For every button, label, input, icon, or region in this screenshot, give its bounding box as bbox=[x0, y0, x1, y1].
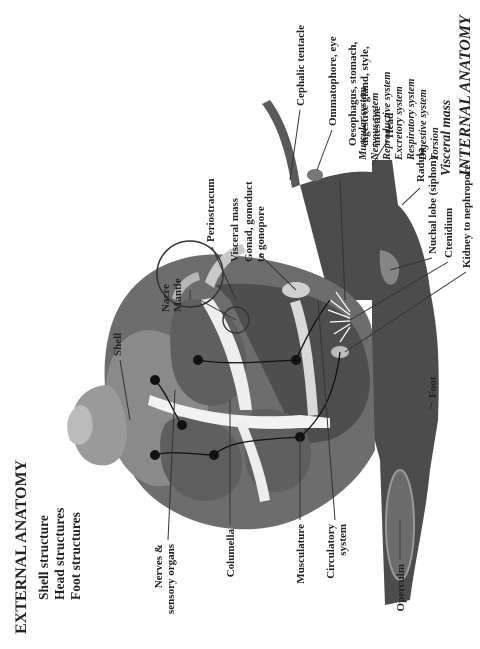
label-mantle: Mantle bbox=[172, 278, 184, 312]
label-ommatophore: Ommatophore, eye bbox=[327, 36, 339, 126]
label-cephalic-tentacle: Cephalic tentacle bbox=[295, 25, 307, 106]
label-ctenidium: Ctenidium bbox=[443, 208, 455, 258]
label-circulatory-2: system bbox=[337, 524, 349, 556]
label-columella: Columella bbox=[225, 529, 237, 578]
external-item-head: Head structures bbox=[52, 508, 67, 600]
label-nacre: Nacre bbox=[160, 284, 172, 312]
cephalic-tentacle bbox=[262, 100, 300, 188]
shell-apex-tip bbox=[67, 405, 92, 445]
external-title: EXTERNAL ANATOMY bbox=[13, 459, 30, 634]
internal-item-torsion: Torsion bbox=[430, 127, 441, 160]
ommatophore-eye bbox=[307, 169, 323, 181]
label-gonad-2: to gonopore bbox=[255, 206, 267, 262]
label-musculature: Musculature bbox=[295, 524, 307, 584]
label-oesophagus-1: Oesophagus, stomach, bbox=[347, 42, 359, 146]
label-oesophagus-3: intestine bbox=[371, 106, 383, 146]
external-item-foot: Foot structures bbox=[68, 512, 83, 600]
label-foot: Foot bbox=[427, 376, 439, 398]
label-gonad-1: Gonad, gonoduct bbox=[243, 181, 255, 262]
label-nerves-2: sensory organs bbox=[165, 543, 177, 614]
label-radula: Radula bbox=[415, 147, 427, 182]
label-kidney: Kidney to nephropore bbox=[461, 164, 473, 268]
label-nuchal-lobe: Nuchal lobe (siphon) bbox=[427, 156, 439, 254]
label-oesophagus-2: digestive gland, style, bbox=[359, 46, 371, 146]
label-visceral-mass: Visceral mass bbox=[229, 197, 241, 262]
label-nerves-1: Nerves & bbox=[153, 544, 165, 588]
label-circulatory-1: Circulatory bbox=[325, 524, 337, 579]
external-item-shell: Shell structure bbox=[36, 515, 51, 600]
internal-title: INTERNAL ANATOMY bbox=[457, 14, 474, 177]
label-periostracum: Periostracum bbox=[205, 178, 217, 242]
label-operculum: Operculm bbox=[395, 564, 407, 611]
label-shell: Shell bbox=[112, 333, 124, 356]
label-head: Head bbox=[384, 113, 396, 138]
external-anatomy-block: EXTERNAL ANATOMY Shell structure Head st… bbox=[13, 459, 83, 634]
